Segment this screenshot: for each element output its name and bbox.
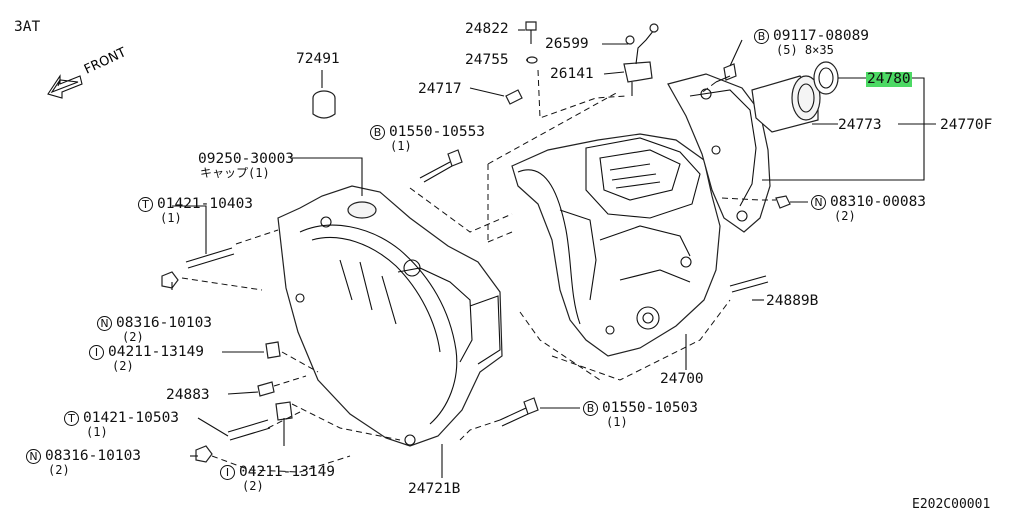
part-24700[interactable]: 24700 [660,371,704,387]
part-24773[interactable]: 24773 [838,117,882,133]
diagram-code: E202C00001 [912,497,991,512]
badge-i-icon: I [89,345,104,360]
badge-n-icon: N [26,449,41,464]
part-24883[interactable]: 24883 [166,387,210,403]
part-01550-10503[interactable]: 01550-10503 [602,400,699,416]
badge-b-icon: B [754,29,769,44]
part-01550-10553[interactable]: 01550-10553 [389,124,486,140]
part-04211-13149-b[interactable]: 04211-13149 [239,464,336,480]
part-24770F[interactable]: 24770F [940,117,993,133]
part-08316-10103-b[interactable]: 08316-10103 [45,448,142,464]
part-08316-b-qty: (2) [48,463,70,477]
front-arrow-icon [47,74,83,99]
badge-t-icon: T [64,411,79,426]
part-01421-10403-qty: (1) [160,211,182,225]
badge-n-icon: N [811,195,826,210]
part-26141[interactable]: 26141 [550,66,594,82]
part-08316-a-qty: (2) [122,330,144,344]
badge-i-icon: I [220,465,235,480]
part-72491[interactable]: 72491 [296,51,340,67]
part-26599[interactable]: 26599 [545,36,589,52]
part-01421-10503[interactable]: 01421-10503 [83,410,180,426]
part-08316-10103-a[interactable]: 08316-10103 [116,315,213,331]
part-09250-30003[interactable]: 09250-30003 [198,151,295,167]
part-01421-10503-qty: (1) [86,425,108,439]
part-24822[interactable]: 24822 [465,21,509,37]
part-08310-qty: (2) [834,209,856,223]
part-24780[interactable]: 24780 [866,71,912,87]
part-01550-10553-qty: (1) [390,139,412,153]
part-04211-13149-a[interactable]: 04211-13149 [108,344,205,360]
part-01421-10403[interactable]: 01421-10403 [157,196,254,212]
part-09250-sub: キャップ(1) [200,166,270,180]
small-parts [161,21,791,463]
part-24717[interactable]: 24717 [418,81,462,97]
transmission-case-drawing [511,133,721,357]
part-24889B[interactable]: 24889B [766,293,819,309]
badge-n-icon: N [97,316,112,331]
badge-b-icon: B [370,125,385,140]
part-24755[interactable]: 24755 [465,52,509,68]
assembly-dashed-lines [181,69,776,473]
badge-t-icon: T [138,197,153,212]
model-label: 3AT [14,19,41,35]
bell-housing-drawing [277,185,503,447]
part-04211-b-qty: (2) [242,479,264,493]
seal-drawing [751,61,839,133]
extension-housing-drawing [667,73,771,233]
part-24721B[interactable]: 24721B [408,481,461,497]
part-08310-00083[interactable]: 08310-00083 [830,194,927,210]
leader-lines [171,29,936,478]
sensor-drawing [623,23,659,96]
part-09117-08089[interactable]: 09117-08089 [773,28,870,44]
part-01550-10503-qty: (1) [606,415,628,429]
badge-b-icon: B [583,401,598,416]
part-09117-qty: (5) 8×35 [776,43,834,57]
part-04211-a-qty: (2) [112,359,134,373]
